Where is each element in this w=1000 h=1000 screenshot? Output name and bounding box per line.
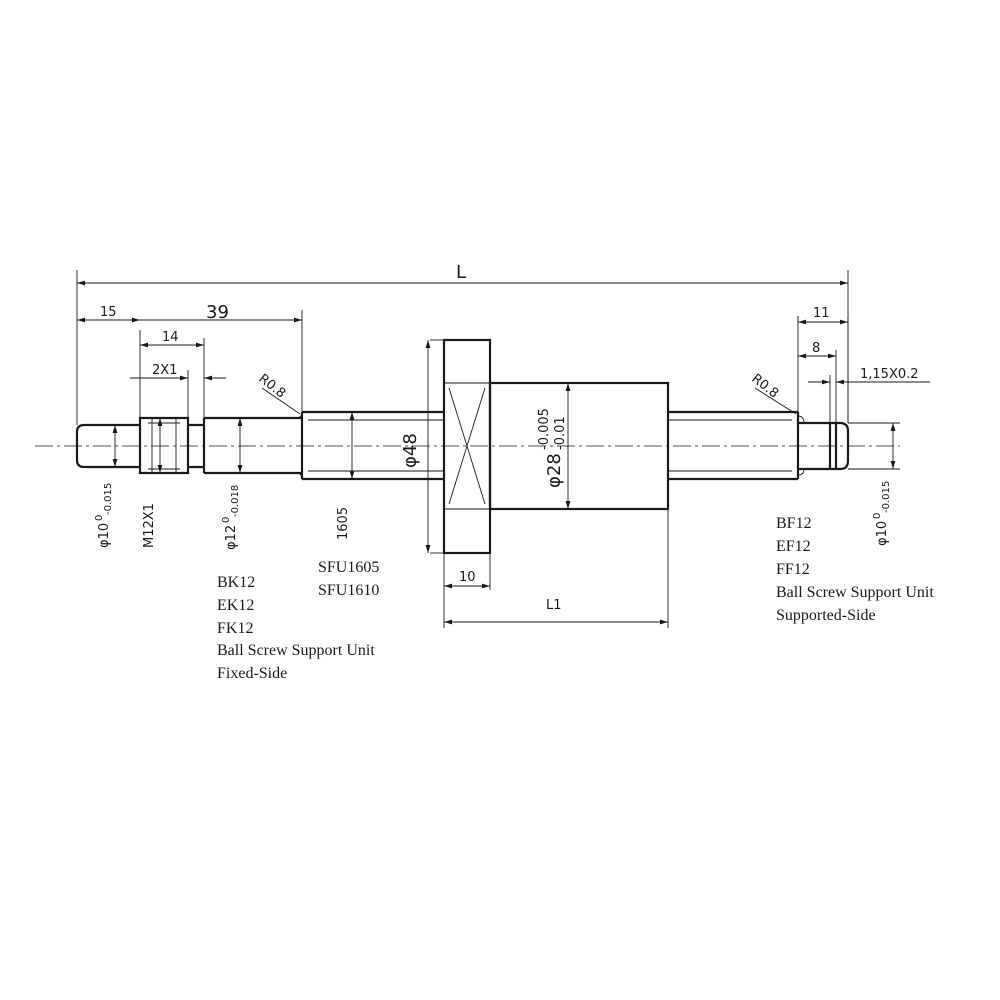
- dim-dia12-tol-lower: -0.018: [230, 485, 241, 517]
- dim-dia10-right: φ10: [875, 521, 890, 546]
- dim-dia10-right-tol-lower: -0.015: [881, 481, 892, 513]
- nut-model-1: SFU1605: [318, 559, 379, 576]
- dim-thread-spec: M12X1: [142, 503, 157, 548]
- screw-shaft: [75, 410, 850, 481]
- fixed-side-line-3: FK12: [217, 620, 253, 637]
- supported-side-labels: BF12 EF12 FF12 Ball Screw Support Unit S…: [776, 515, 934, 624]
- dim-dia10-left-group: φ10 0 -0.015: [94, 483, 114, 548]
- dimension-lines: [76, 270, 930, 628]
- dim-support-inner-length: 8: [812, 341, 820, 356]
- dim-nut-length: L1: [546, 598, 562, 613]
- dim-dia10-left-tol-lower: -0.015: [103, 483, 114, 515]
- dim-dia10-right-tol-upper: 0: [872, 513, 883, 519]
- dim-screw-model: 1605: [336, 507, 351, 540]
- nut-model-2: SFU1610: [318, 582, 379, 599]
- dim-groove: 2X1: [152, 363, 177, 378]
- dim-thread-length: 14: [162, 330, 179, 345]
- supported-side-line-5: Supported-Side: [776, 607, 876, 624]
- dim-dia10-left: φ10: [97, 523, 112, 548]
- ball-nut: [442, 338, 670, 555]
- fixed-side-labels: BK12 EK12 FK12 Ball Screw Support Unit F…: [217, 574, 375, 682]
- dim-nut-tol-lower: -0.01: [553, 416, 568, 450]
- dim-flange-diameter: φ48: [400, 433, 421, 468]
- supported-side-line-1: BF12: [776, 515, 812, 532]
- fixed-side-line-4: Ball Screw Support Unit: [217, 642, 375, 659]
- dim-nut-tol-upper: -0.005: [537, 408, 552, 450]
- supported-side-line-2: EF12: [776, 538, 811, 555]
- dim-dia12: φ12: [224, 525, 239, 550]
- dimension-texts: L 15 39 14 2X1 R0.8 R0.8 11 8 1,15X0.2 1…: [94, 262, 919, 613]
- dim-fixed-total: 39: [206, 302, 229, 323]
- dim-support-end-length: 11: [813, 306, 830, 321]
- fixed-side-line-1: BK12: [217, 574, 255, 591]
- supported-side-line-4: Ball Screw Support Unit: [776, 584, 934, 601]
- fixed-side-line-5: Fixed-Side: [217, 665, 287, 682]
- dim-circlip-groove: 1,15X0.2: [860, 367, 919, 382]
- dim-radius-right: R0.8: [749, 371, 782, 401]
- dim-nut-diameter: φ28: [544, 453, 565, 488]
- fixed-side-line-2: EK12: [217, 597, 254, 614]
- dim-nut-diameter-group: φ28 -0.005 -0.01: [537, 408, 568, 488]
- dim-dia10-right-group: φ10 0 -0.015: [872, 481, 892, 546]
- nut-model-labels: SFU1605 SFU1610: [318, 559, 379, 599]
- dim-overall-length: L: [456, 262, 466, 283]
- dim-radius-left: R0.8: [256, 371, 289, 401]
- dim-dia12-tol-upper: 0: [221, 517, 232, 523]
- supported-side-line-3: FF12: [776, 561, 810, 578]
- dim-flange-width: 10: [459, 570, 476, 585]
- dim-dia12-group: φ12 0 -0.018: [221, 485, 241, 550]
- dim-fixed-end-length: 15: [100, 305, 117, 320]
- dim-dia10-left-tol-upper: 0: [94, 515, 105, 521]
